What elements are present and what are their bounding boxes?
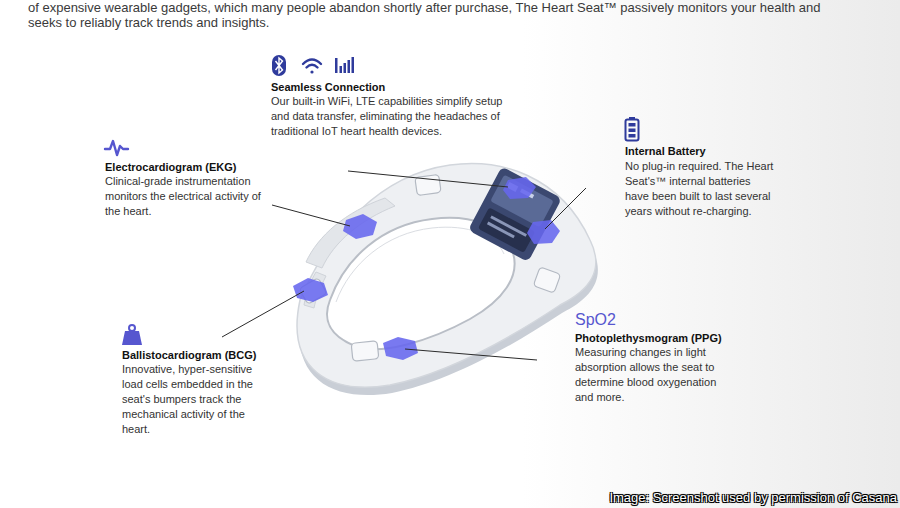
leader-line — [222, 171, 586, 360]
feature-heading: Photoplethysmogram (PPG) — [575, 331, 755, 345]
intro-paragraph: of expensive wearable gadgets, which man… — [28, 0, 858, 30]
feature-description: Innovative, hyper-sensitive load cells e… — [122, 362, 258, 437]
bluetooth-icon — [272, 55, 286, 76]
spo2-symbol: SpO2 — [575, 311, 655, 329]
feature-heading: Ballistocardiogram (BCG) — [122, 348, 292, 362]
signal-icon — [335, 57, 354, 73]
image-credit: Image: Screenshot used by permission of … — [609, 490, 897, 506]
ekg-icon — [105, 141, 128, 155]
battery-icon — [626, 117, 639, 141]
weight-icon — [122, 325, 142, 345]
feature-description: Our built-in WiFi, LTE capabilities simp… — [271, 94, 523, 139]
heart-seat — [293, 164, 598, 396]
feature-description: Clinical-grade instrumentation monitors … — [105, 174, 265, 219]
feature-description: No plug-in required. The Heart Seat's™ i… — [625, 159, 777, 219]
wifi-icon — [303, 60, 321, 74]
feature-description: Measuring changes in light absorption al… — [575, 345, 727, 405]
feature-heading: Internal Battery — [625, 144, 795, 158]
feature-heading: Seamless Connection — [271, 80, 531, 94]
feature-heading: Electrocardiogram (EKG) — [105, 160, 275, 174]
